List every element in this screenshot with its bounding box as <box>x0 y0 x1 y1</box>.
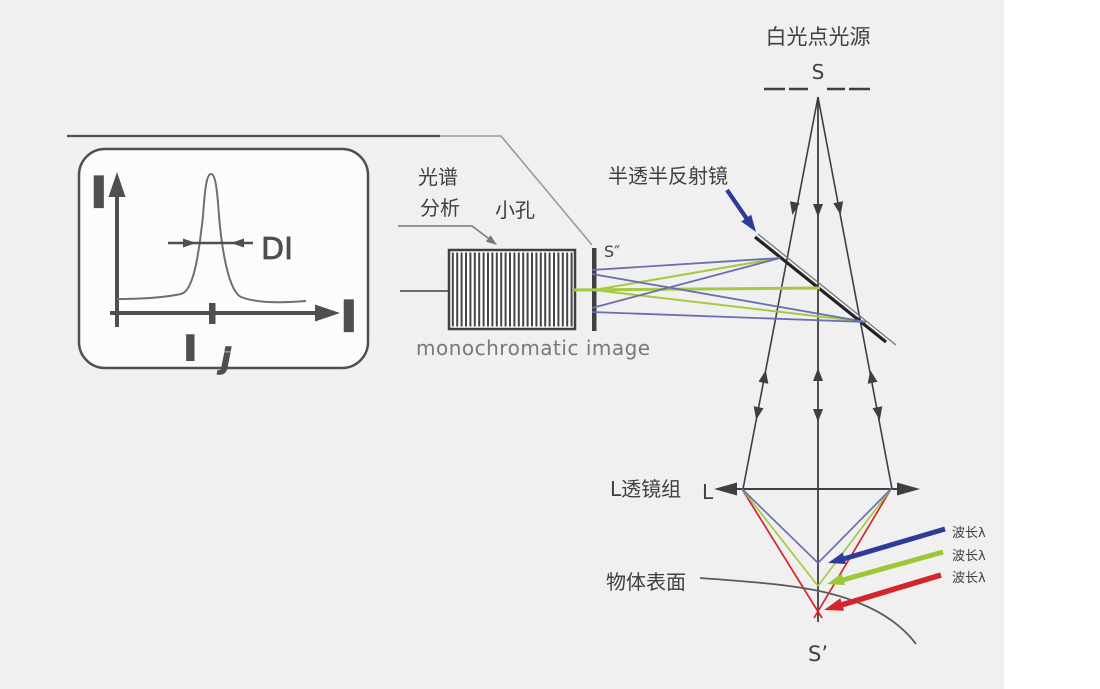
blue-focal-ray-left <box>741 488 819 564</box>
source-ray-left <box>742 96 819 490</box>
arrowhead <box>183 238 196 248</box>
grating-box <box>447 248 577 331</box>
arrowhead <box>714 482 737 496</box>
arrowhead <box>828 552 846 564</box>
spectral-analysis-pointer <box>398 225 493 242</box>
chromatic-rays <box>741 488 892 619</box>
peak-tick-label: I <box>184 329 197 369</box>
beamsplitter-pointer-arrow <box>725 188 751 224</box>
peak-width-label: DI <box>261 232 293 267</box>
spectrum-inset-box <box>77 147 370 370</box>
arrowhead <box>872 406 883 420</box>
wavelength-arrow-red <box>837 572 942 609</box>
wavelength-arrow-green <box>838 549 944 584</box>
arrowhead <box>789 201 800 215</box>
monochromatic-image-caption: monochromatic image <box>416 336 651 360</box>
pinhole-connector-line <box>440 135 593 246</box>
red-ray-right <box>813 488 892 619</box>
image-point-label: S″ <box>604 242 620 261</box>
arrowhead <box>315 304 340 322</box>
arrowhead <box>813 368 823 381</box>
red-ray-left <box>741 488 823 619</box>
wavelength-label-blue: 波长λ <box>952 526 986 541</box>
peak-position-tick <box>209 303 216 324</box>
source-point-label: S <box>812 60 825 84</box>
arrowhead <box>897 482 920 496</box>
arrowhead <box>758 370 769 384</box>
arrowhead <box>485 235 497 245</box>
blue-defocused-rays <box>591 257 867 323</box>
spectral-peak-curve <box>116 172 307 304</box>
source-title: 白光点光源 <box>766 25 871 49</box>
arrowheads <box>108 172 920 611</box>
arrowhead <box>231 238 244 248</box>
peak-tick-sub-label: j <box>217 342 231 375</box>
blue-focal-ray-right <box>817 488 892 564</box>
spectral-analysis-label-2: 分析 <box>420 196 460 220</box>
object-surface-curve <box>699 577 917 645</box>
wavelength-label-green: 波长λ <box>952 549 986 564</box>
inset-x-axis-label: I <box>341 292 357 341</box>
source-ray-right <box>817 96 893 490</box>
green-ray-upper <box>593 257 781 291</box>
beamsplitter-label: 半透半反射镜 <box>608 164 728 188</box>
grating-stripes <box>451 252 573 327</box>
object-surface-label: 物体表面 <box>606 570 686 594</box>
beamsplitter-front-face <box>753 235 888 344</box>
arrowhead <box>824 598 845 611</box>
arrowhead <box>813 204 823 217</box>
green-ray-axial <box>572 286 821 292</box>
inset-y-axis-label: I <box>91 168 107 217</box>
lens-label: L透镜组 <box>610 477 681 501</box>
spectral-analysis-label-1: 光谱 <box>418 165 458 189</box>
green-focal-ray-right <box>817 488 892 587</box>
arrowhead <box>813 409 823 422</box>
focus-point-label: S’ <box>808 642 828 666</box>
wavelength-arrow-blue <box>839 526 946 563</box>
arrowhead <box>833 201 844 215</box>
beamsplitter-back-face <box>757 233 897 346</box>
arrowhead <box>753 406 764 420</box>
pinhole-label: 小孔 <box>495 198 535 222</box>
arrowhead <box>741 214 756 232</box>
wavelength-label-red: 波长λ <box>952 571 986 586</box>
arrowhead <box>827 573 845 586</box>
arrowhead <box>108 172 126 197</box>
arrowhead <box>867 370 878 384</box>
green-focal-ray-left <box>741 488 819 587</box>
lens-point-label: L <box>702 480 714 504</box>
